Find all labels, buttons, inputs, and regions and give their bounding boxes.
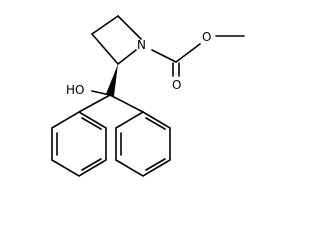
hydroxyl-label: HO <box>66 83 84 97</box>
carbamate-group <box>151 35 245 77</box>
left-phenyl-hexagon <box>51 111 107 177</box>
left-phenyl-inner-bond-1 <box>81 117 102 130</box>
bond-c-oh <box>91 90 111 96</box>
bond-c-left-phenyl <box>78 94 111 113</box>
ring-bond-c5-n <box>135 33 142 40</box>
ring-bond-c3-c4 <box>91 15 119 35</box>
right-phenyl-hexagon <box>115 111 171 177</box>
ring-bond-n-c2 <box>117 49 137 65</box>
chemical-structure-diagram: N O O HO <box>51 15 245 177</box>
ring-bond-c2-c3 <box>91 33 119 65</box>
ring-bond-c4-c5 <box>117 15 137 35</box>
nitrogen-label: N <box>137 38 146 52</box>
pyrrolidine-ring <box>91 15 142 65</box>
bond-carbonyl-c-ester-o <box>175 43 201 63</box>
right-phenyl-ring <box>115 111 171 177</box>
stereo-wedge-bond <box>106 64 118 96</box>
left-phenyl-inner-bond-2 <box>81 158 102 171</box>
bond-n-carbonyl-c <box>151 49 177 63</box>
ester-oxygen-label: O <box>202 30 211 44</box>
right-phenyl-inner-bond-2 <box>145 158 166 171</box>
carbonyl-oxygen-label: O <box>172 78 181 92</box>
right-phenyl-inner-bond-1 <box>145 117 166 130</box>
bond-c-right-phenyl <box>109 94 144 113</box>
left-phenyl-ring <box>51 111 107 177</box>
carbinol-center <box>78 90 144 113</box>
